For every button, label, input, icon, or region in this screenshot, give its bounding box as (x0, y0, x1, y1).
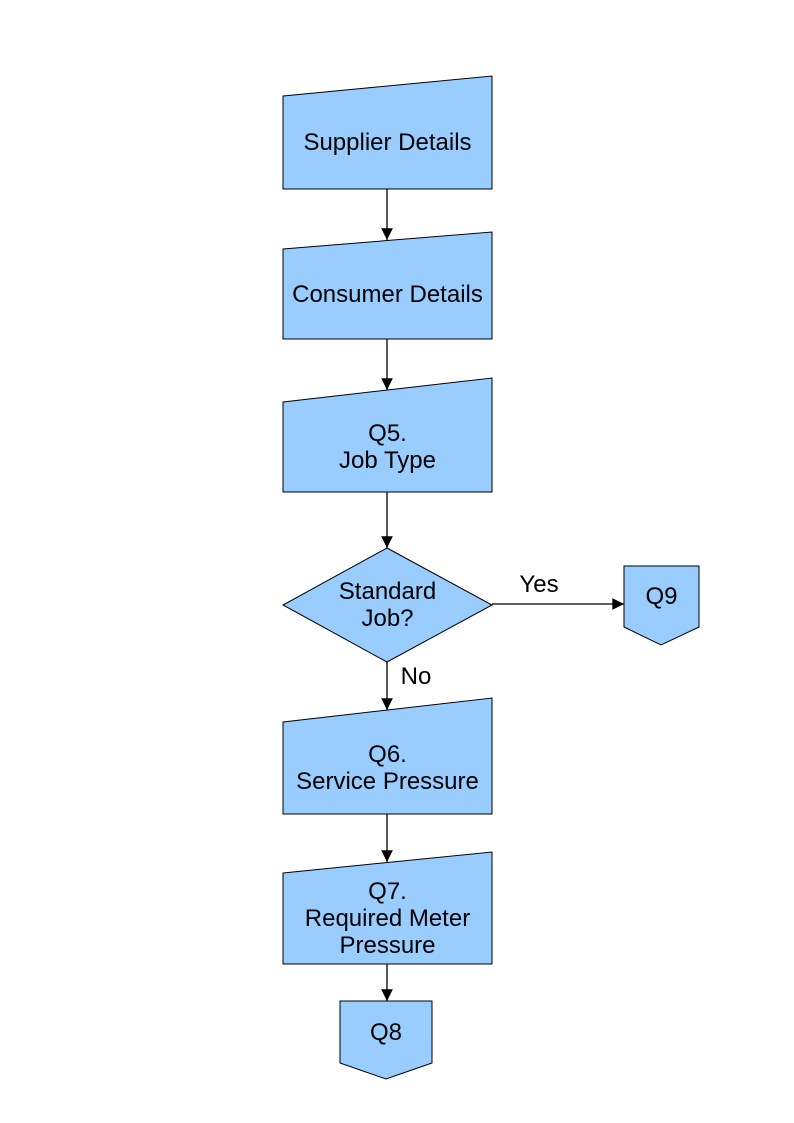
node-shape-q7-required-meter-pressure (282, 851, 493, 965)
node-shape-q6-service-pressure (282, 697, 493, 815)
node-shape-q9-connector (623, 565, 700, 646)
node-shape-q8-connector (339, 1000, 433, 1080)
node-shape-q5-job-type (282, 377, 493, 493)
node-shape-consumer-details (282, 231, 493, 340)
node-shape-supplier-details (282, 75, 493, 190)
node-shape-standard-job-decision (281, 547, 494, 663)
